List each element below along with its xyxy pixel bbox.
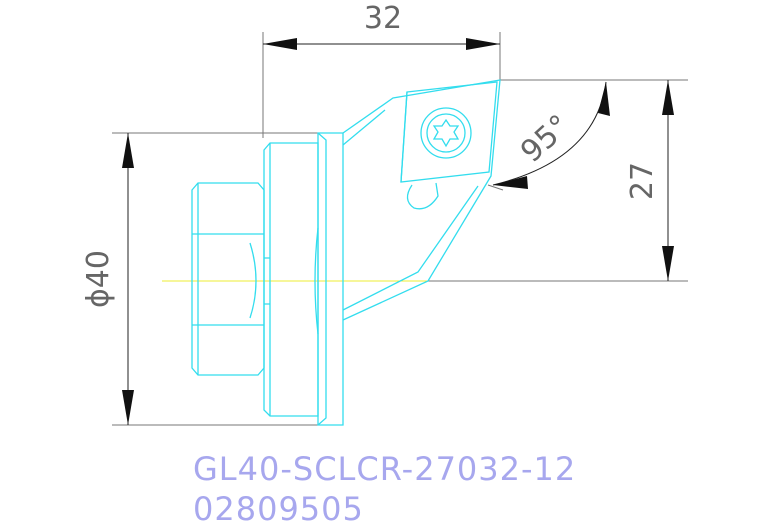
insert [400,81,498,210]
angle-arrow-top [598,82,610,116]
tool-holder [191,79,501,426]
dimension-length: 32 [262,1,501,138]
length-value: 32 [364,1,402,36]
part-code: GL40-SCLCR-27032-12 [193,450,576,488]
torx-screw-icon [432,118,460,148]
diameter-arrow-top [122,133,134,168]
inclined-head [342,79,501,321]
order-number: 02809505 [193,490,364,523]
diameter-arrow-bottom [122,390,134,425]
height-arrow-bottom [662,246,674,281]
dimension-height: 27 [428,79,688,282]
angle-extension [487,184,504,191]
chip-breaker-relief [406,182,439,210]
length-arrow-left [263,38,297,50]
insert-hole [420,107,472,159]
angle-value: 95° [514,108,577,170]
polygon-shank [191,182,265,376]
length-arrow-right [466,38,500,50]
diameter-value: ϕ40 [81,250,116,308]
height-arrow-top [662,80,674,115]
flange [263,132,344,426]
dimension-diameter: ϕ40 [81,132,318,426]
dimension-angle: 95° [487,81,610,191]
angle-arrow-bottom [493,176,528,189]
title-block: GL40-SCLCR-27032-12 02809505 [193,450,576,523]
height-value: 27 [625,162,660,200]
